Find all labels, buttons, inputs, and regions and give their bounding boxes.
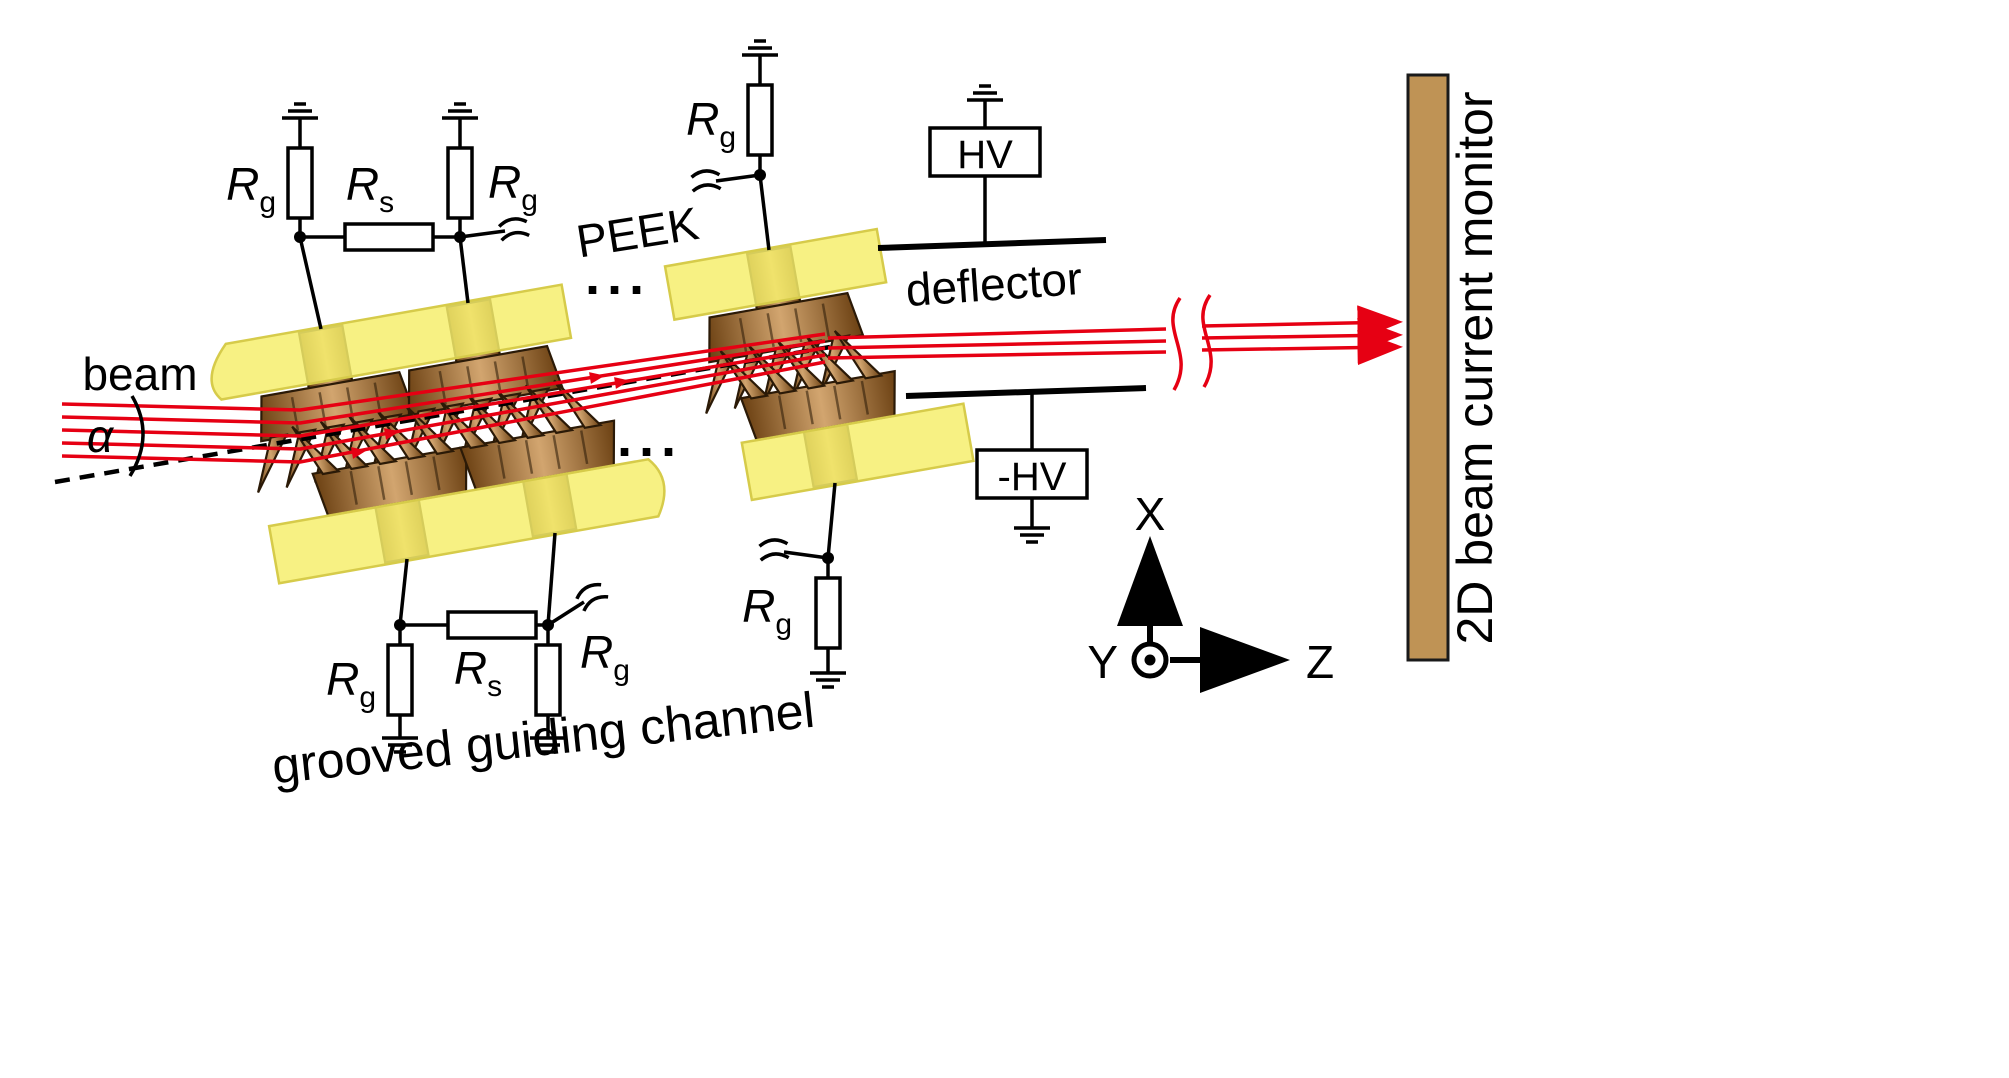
label-beam: beam (82, 348, 197, 400)
label-monitor: 2D beam current monitor (1447, 91, 1503, 644)
peek-holder-bottom-left (267, 457, 666, 585)
ground-symbol (280, 102, 320, 128)
resistor-label-rg: Rg (488, 156, 538, 217)
ground-symbol (740, 39, 780, 65)
beam-break-mark (1201, 294, 1213, 388)
beam-arrowhead (589, 372, 605, 384)
beam-arrowhead (614, 377, 630, 389)
resistor-network-bottom-left: Rg Rs Rg (326, 532, 630, 754)
resistor-rg (386, 643, 414, 717)
axis-y-dot (1144, 654, 1156, 666)
coordinate-axes: X Y Z (1087, 488, 1334, 693)
wire-break-symbol (496, 214, 531, 243)
ground-symbol (965, 84, 1005, 110)
resistor-rg (534, 643, 562, 717)
label-deflector: deflector (904, 252, 1084, 316)
resistor-label-rg: Rg (580, 626, 630, 687)
resistor-rg (446, 146, 474, 220)
label-axis-z: Z (1306, 636, 1334, 688)
beam-arrowhead (350, 447, 367, 459)
deflector: HV -HV deflector (877, 84, 1147, 544)
hv-supply-label: HV (957, 133, 1013, 177)
alpha-angle-arc (128, 395, 145, 477)
resistor-rs (343, 222, 435, 252)
hv-supply-box (928, 126, 1042, 178)
resistor-label-rs: Rs (454, 642, 502, 703)
label-axis-y: Y (1087, 636, 1118, 688)
resistor-rg (814, 576, 842, 650)
beam-current-monitor: 2D beam current monitor (1406, 73, 1503, 662)
ellipsis-bottom: ··· (617, 422, 683, 482)
beam-lines-exit (827, 294, 1403, 391)
resistor-network-top-left: Rg Rs Rg (226, 102, 538, 330)
beam-break-mark (1171, 297, 1183, 391)
resistor-rg (286, 146, 314, 220)
ground-symbol (440, 102, 480, 128)
ground-symbol (808, 663, 848, 689)
resistor-rg (746, 83, 774, 157)
beam-arrowhead (383, 428, 400, 440)
label-peek: PEEK (573, 197, 703, 268)
wire-break-symbol (757, 537, 791, 562)
resistor-label-rg: Rg (742, 580, 792, 641)
label-axis-x: X (1135, 488, 1166, 540)
monitor-plate (1406, 73, 1450, 662)
guiding-channel-assembly (210, 227, 975, 585)
resistor-network-bottom-right: Rg (742, 482, 848, 689)
resistor-rs (446, 610, 538, 640)
resistor-network-top-right: Rg (686, 39, 780, 251)
peek-holder-bottom-right (740, 402, 975, 502)
peek-holder-top-left (210, 283, 573, 401)
negative-hv-supply-label: -HV (998, 455, 1067, 499)
resistor-label-rs: Rs (346, 158, 394, 219)
resistor-label-rg: Rg (686, 93, 736, 154)
resistor-label-rg: Rg (326, 653, 376, 714)
deflector-plate-bottom (905, 385, 1147, 399)
deflector-plate-top (877, 237, 1107, 251)
resistor-label-rg: Rg (226, 158, 276, 219)
label-alpha: α (87, 410, 115, 462)
ground-symbol (1012, 518, 1052, 544)
ellipsis-top: ··· (585, 260, 651, 320)
peek-holder-top-right (663, 227, 888, 322)
